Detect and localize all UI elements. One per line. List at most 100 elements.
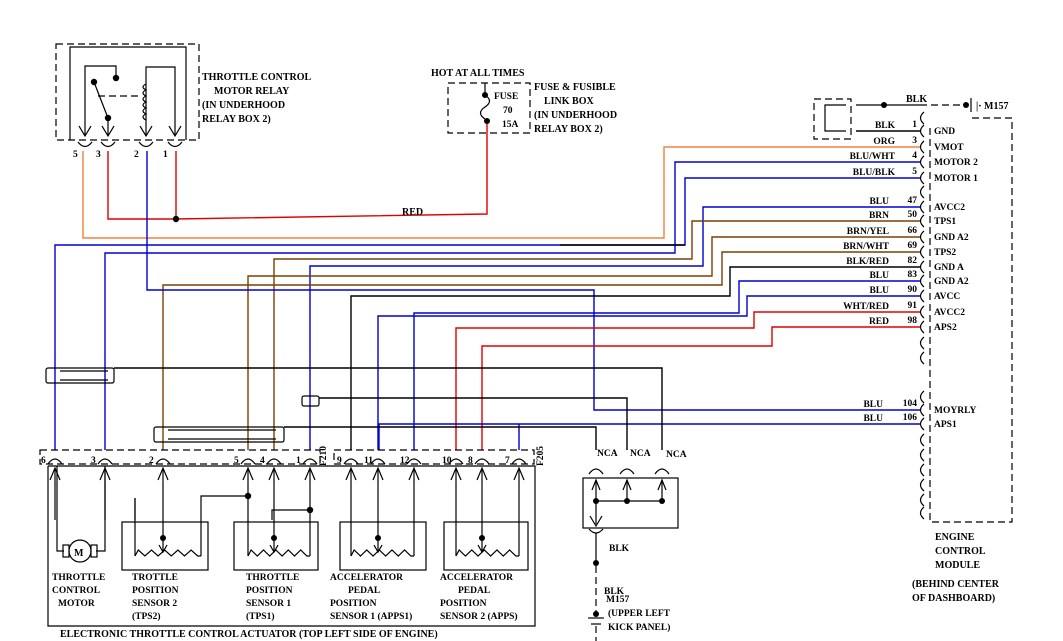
ground-location-line-2: KICK PANEL) (608, 622, 670, 633)
ecm-pin-name: GND (934, 127, 955, 137)
ecm-pin-terminal (919, 124, 925, 138)
component-label-line: (TPS2) (132, 611, 161, 622)
sensor-wiper-arrow (158, 544, 168, 554)
relay-title-line-3: (IN UNDERHOOD (202, 100, 285, 111)
ground-splice (881, 102, 887, 108)
shield-icon (301, 395, 320, 407)
actuator-pin-arrow (408, 466, 420, 481)
actuator-pin-number: 2 (149, 456, 154, 466)
actuator-pin-terminal (240, 458, 256, 465)
sensor-housing (233, 521, 319, 571)
potentiometer-icon (247, 549, 310, 557)
ecm-wire-color-label: BLK (875, 121, 896, 131)
ecm-wire-color-label: ORG (873, 137, 895, 147)
ecm-pin-name: AVCC2 (934, 308, 965, 318)
ecm-pin-terminal (919, 390, 925, 404)
fuse-and-fusible-link-box: HOT AT ALL TIMES FUSE 70 15A FUSE & FUSI… (431, 68, 617, 135)
nca-label-2: NCA (630, 449, 651, 459)
ecm-wire-color-label: BRN/WHT (843, 242, 890, 252)
wire-shield-drain-1 (114, 367, 663, 450)
tps-ref-wire (271, 509, 310, 520)
ecm-pin-terminal (919, 245, 925, 259)
actuator-pin-arrow (372, 466, 384, 481)
component-label-line: SENSOR 1 (APPS1) (330, 611, 412, 622)
ecm-wire-color-label: BLK/RED (846, 257, 889, 267)
connector-f205-label: F205 (536, 446, 546, 466)
nca-pin-arrow (622, 478, 632, 491)
relay-title-line-2: MOTOR RELAY (214, 86, 290, 97)
tps-junction (244, 492, 252, 500)
actuator-title: ELECTRONIC THROTTLE CONTROL ACTUATOR (TO… (60, 629, 438, 640)
component-label-line: THROTTLE (246, 573, 299, 583)
relay-pin-terminal (167, 141, 183, 148)
actuator-pin-terminal (155, 458, 171, 465)
wire-brn-yel-66 (247, 236, 920, 450)
junction-splice (593, 560, 599, 566)
component-label-line: ACCELERATOR (330, 573, 403, 583)
ecm-location-line-1: (BEHIND CENTER (912, 579, 1000, 590)
component-label-line: SENSOR 1 (246, 599, 291, 609)
shield-symbols (45, 367, 320, 443)
ground-jumper-outline (813, 98, 852, 140)
connector-f210-outline (39, 449, 321, 465)
wire-brn-50 (273, 220, 920, 450)
fuse-box-title-line-4: RELAY BOX 2) (534, 124, 603, 135)
junction-out-arrow (589, 515, 603, 528)
component-label-line: POSITION (132, 586, 179, 596)
shield-icon (45, 367, 115, 384)
fuse-label: FUSE (494, 92, 518, 102)
actuator-pin-arrow (513, 466, 525, 481)
sensor-wiper-arrow (477, 544, 487, 554)
fuse-box-title-line-1: FUSE & FUSIBLE (534, 82, 616, 93)
hot-at-all-times-label: HOT AT ALL TIMES (431, 68, 525, 79)
ecm-wire-color-label: BLU/BLK (853, 168, 896, 178)
actuator-pin-number: 4 (260, 456, 265, 466)
fuse-terminal-bottom (484, 118, 490, 124)
ecm-pin-number: 1 (912, 120, 917, 130)
ecm-pin-name: VMOT (934, 143, 964, 153)
relay-pin-arrow (139, 125, 153, 138)
fuse-icon (479, 94, 491, 120)
ecm-pin-number: 50 (908, 210, 918, 220)
actuator-pin-terminal (97, 458, 113, 465)
ecm-wire-color-label: BRN (869, 211, 889, 221)
relay-contact-wire (84, 65, 117, 136)
actuator-pin-number: 9 (337, 456, 342, 466)
ecm-wire-color-label: BLU (869, 286, 889, 296)
wire-blu-90 (377, 295, 920, 450)
actuator-pin-arrow (268, 466, 280, 481)
ecm-pin-name: GND A2 (934, 233, 969, 243)
wire-blu-104-moyrly (146, 151, 920, 411)
wire-shield-drain-3 (284, 426, 597, 450)
connector-f205-outline (333, 449, 535, 465)
ecm-pin-number: 91 (908, 301, 918, 311)
actuator-pin-number: 5 (234, 456, 239, 466)
fuse-box-title-line-2: LINK BOX (544, 96, 595, 107)
ecm-pin-number: 69 (908, 241, 918, 251)
component-label-line: PEDAL (348, 586, 380, 596)
relay-pin-terminal (100, 141, 116, 148)
ecm-pin-number: 3 (912, 136, 917, 146)
ground-point (963, 102, 969, 108)
actuator-pin-terminal (266, 458, 282, 465)
relay-pin-arrow (101, 125, 115, 138)
wire-blk-red-82 (350, 266, 920, 450)
ecm-pin-terminal (919, 506, 925, 520)
junction-blk-label: BLK (609, 544, 630, 554)
ecm-pin-terminal (919, 155, 925, 169)
relay-pin-number: 1 (163, 150, 168, 160)
sensor-wiper-arrow (373, 544, 383, 554)
actuator-pin-arrow (450, 466, 462, 481)
ecm-pin-terminal (919, 111, 925, 125)
ground-ref-label: |· M157 (976, 101, 1009, 112)
ground-wire-label: BLK (604, 587, 625, 597)
ecm-pin-terminal (919, 336, 925, 350)
relay-title-line-4: RELAY BOX 2) (202, 114, 271, 125)
relay-contact-no (112, 74, 120, 82)
nca-pin-arrow (657, 478, 667, 491)
ecm-pin-terminal (919, 448, 925, 462)
component-label-line: PEDAL (458, 586, 490, 596)
component-labels: THROTTLECONTROLMOTORTROTTLEPOSITIONSENSO… (52, 573, 518, 622)
